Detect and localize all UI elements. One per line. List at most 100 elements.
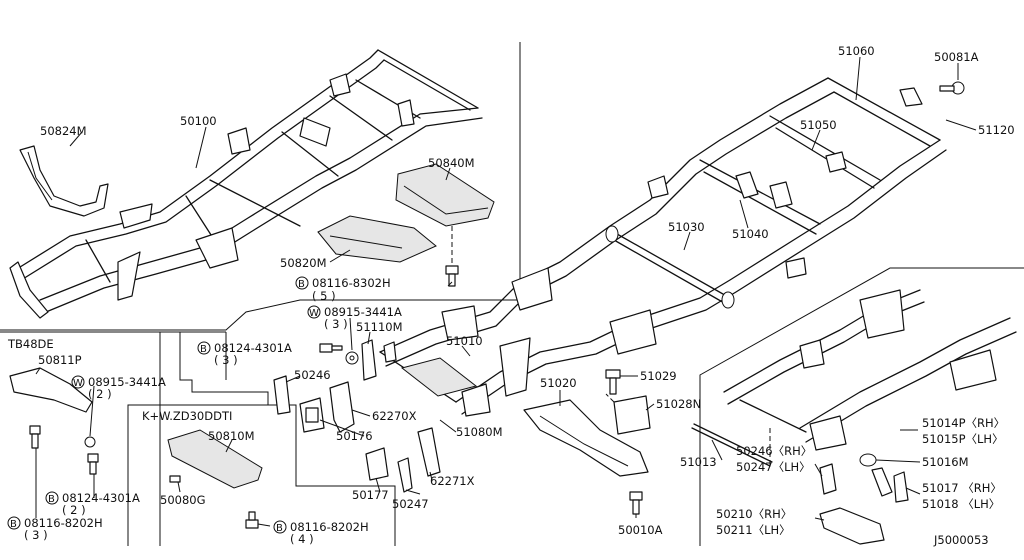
marker-b-8202H-a: B [10, 519, 17, 530]
label-51060: 51060 [838, 44, 875, 58]
label-50811P: 50811P [38, 353, 82, 367]
label-50080G: 50080G [160, 493, 206, 507]
bolt-50081A [939, 81, 965, 95]
part-50176 [299, 397, 325, 433]
part-50820M [317, 215, 437, 263]
marker-b-4301A-a: B [200, 344, 207, 355]
label-51029: 51029 [640, 369, 677, 383]
label-50100: 50100 [180, 114, 217, 128]
bolt-08116-8202H-b [245, 511, 259, 529]
part-50246 [273, 375, 291, 415]
label-62270X: 62270X [372, 409, 417, 423]
diagram-id: J5000053 [933, 533, 989, 547]
label-50246: 50246 [294, 368, 331, 382]
label-51030: 51030 [668, 220, 705, 234]
part-51020 [523, 399, 649, 477]
label-08124-4301A-a-qty: ( 3 ) [214, 353, 238, 367]
leader-lines [35, 56, 977, 527]
label-50247LH: 50247〈LH〉 [736, 460, 811, 474]
label-51080M: 51080M [456, 425, 503, 439]
bolt-08124-4301A [319, 343, 343, 353]
label-08124-4301A-b-qty: ( 2 ) [62, 503, 86, 517]
part-50247 [397, 457, 413, 493]
part-50810M [167, 429, 263, 489]
label-08116-8202H-a-qty: ( 3 ) [24, 528, 48, 542]
label-51018: 51018 〈LH〉 [922, 497, 1000, 511]
label-08124-4301A-b: 08124-4301A [62, 491, 140, 505]
part-51110M [361, 339, 377, 381]
label-50010A: 50010A [618, 523, 663, 537]
marker-w-3441A-a: W [309, 308, 319, 319]
part-50840M [395, 163, 495, 227]
label-50081A: 50081A [934, 50, 979, 64]
label-51015P: 51015P〈LH〉 [922, 432, 1004, 446]
label-51110M: 51110M [356, 320, 403, 334]
part-51017-51018 [871, 467, 909, 503]
label-51010: 51010 [446, 334, 483, 348]
label-08116-8202H-b-qty: ( 4 ) [290, 532, 314, 546]
label-51120: 51120 [978, 123, 1015, 137]
bolt-b-marker-icon-a [197, 341, 211, 355]
label-51028N: 51028N [656, 397, 701, 411]
label-08116-8302H-qty: ( 5 ) [312, 289, 336, 303]
frame-51060 [379, 77, 947, 417]
label-51050: 51050 [800, 118, 837, 132]
label-50824M: 50824M [40, 124, 87, 138]
label-08116-8302H: 08116-8302H [312, 276, 391, 290]
part-50811P [9, 367, 93, 413]
part-62270X [329, 381, 355, 433]
marker-b-8202H-b: B [276, 523, 283, 534]
bolt-b-marker-icon-b [273, 520, 287, 534]
frame-detail-lower-right [723, 289, 1017, 451]
label-51016M: 51016M [922, 455, 969, 469]
label-50247: 50247 [392, 497, 429, 511]
label-08124-4301A-a: 08124-4301A [214, 341, 292, 355]
label-50810M: 50810M [208, 429, 255, 443]
label-50820M: 50820M [280, 256, 327, 270]
bolt-08116-8202H-a [29, 425, 41, 449]
section-dividers [0, 42, 1024, 546]
part-50246-50247 [819, 463, 837, 495]
label-08915-3441A-a-qty: ( 3 ) [324, 317, 348, 331]
label-08915-3441A-a: 08915-3441A [324, 305, 402, 319]
label-51017: 51017 〈RH〉 [922, 481, 1002, 495]
washer-w-marker-icon [307, 305, 321, 319]
part-50824M [19, 145, 109, 217]
bolt-51029 [605, 369, 621, 395]
part-50177 [365, 447, 389, 481]
part-62271X [417, 427, 441, 477]
part-51016M [859, 453, 877, 467]
bolt-50080G [169, 475, 181, 483]
label-50176: 50176 [336, 429, 373, 443]
label-51014P: 51014P〈RH〉 [922, 416, 1005, 430]
bolt-b-marker-icon-d [7, 516, 21, 530]
marker-b-4301A-b: B [48, 494, 55, 505]
frame-50100 [9, 49, 483, 319]
label-51040: 51040 [732, 227, 769, 241]
label-KW-ZD30DDTI: K+W.ZD30DDTI [142, 409, 232, 423]
washer-08915-3441A [345, 351, 359, 365]
label-50246RH: 50246〈RH〉 [736, 444, 812, 458]
label-TB48DE: TB48DE [7, 337, 54, 351]
label-08915-3441A-b-qty: ( 2 ) [88, 387, 112, 401]
label-08915-3441A-b: 08915-3441A [88, 375, 166, 389]
part-labels: 50824M 50100 50840M 50820M B 08116-8302H… [7, 44, 1015, 547]
washer-08915-3441A-b [84, 436, 96, 448]
part-51028N [605, 393, 651, 435]
label-51013: 51013 [680, 455, 717, 469]
washer-w-marker-icon-b [71, 375, 85, 389]
marker-b-8302H: B [298, 279, 305, 290]
marker-w-3441A-b: W [73, 378, 83, 389]
bolt-08124-4301A-b [87, 453, 99, 475]
label-08116-8202H-b: 08116-8202H [290, 520, 369, 534]
bolt-08116-8302H [445, 226, 459, 287]
bolt-50010A [629, 491, 643, 515]
bolt-b-marker-icon [295, 276, 309, 290]
part-51013 [691, 423, 773, 467]
label-08116-8202H-a: 08116-8202H [24, 516, 103, 530]
label-50177: 50177 [352, 488, 389, 502]
part-50210-50211 [819, 507, 885, 545]
label-51020: 51020 [540, 376, 577, 390]
label-62271X: 62271X [430, 474, 475, 488]
